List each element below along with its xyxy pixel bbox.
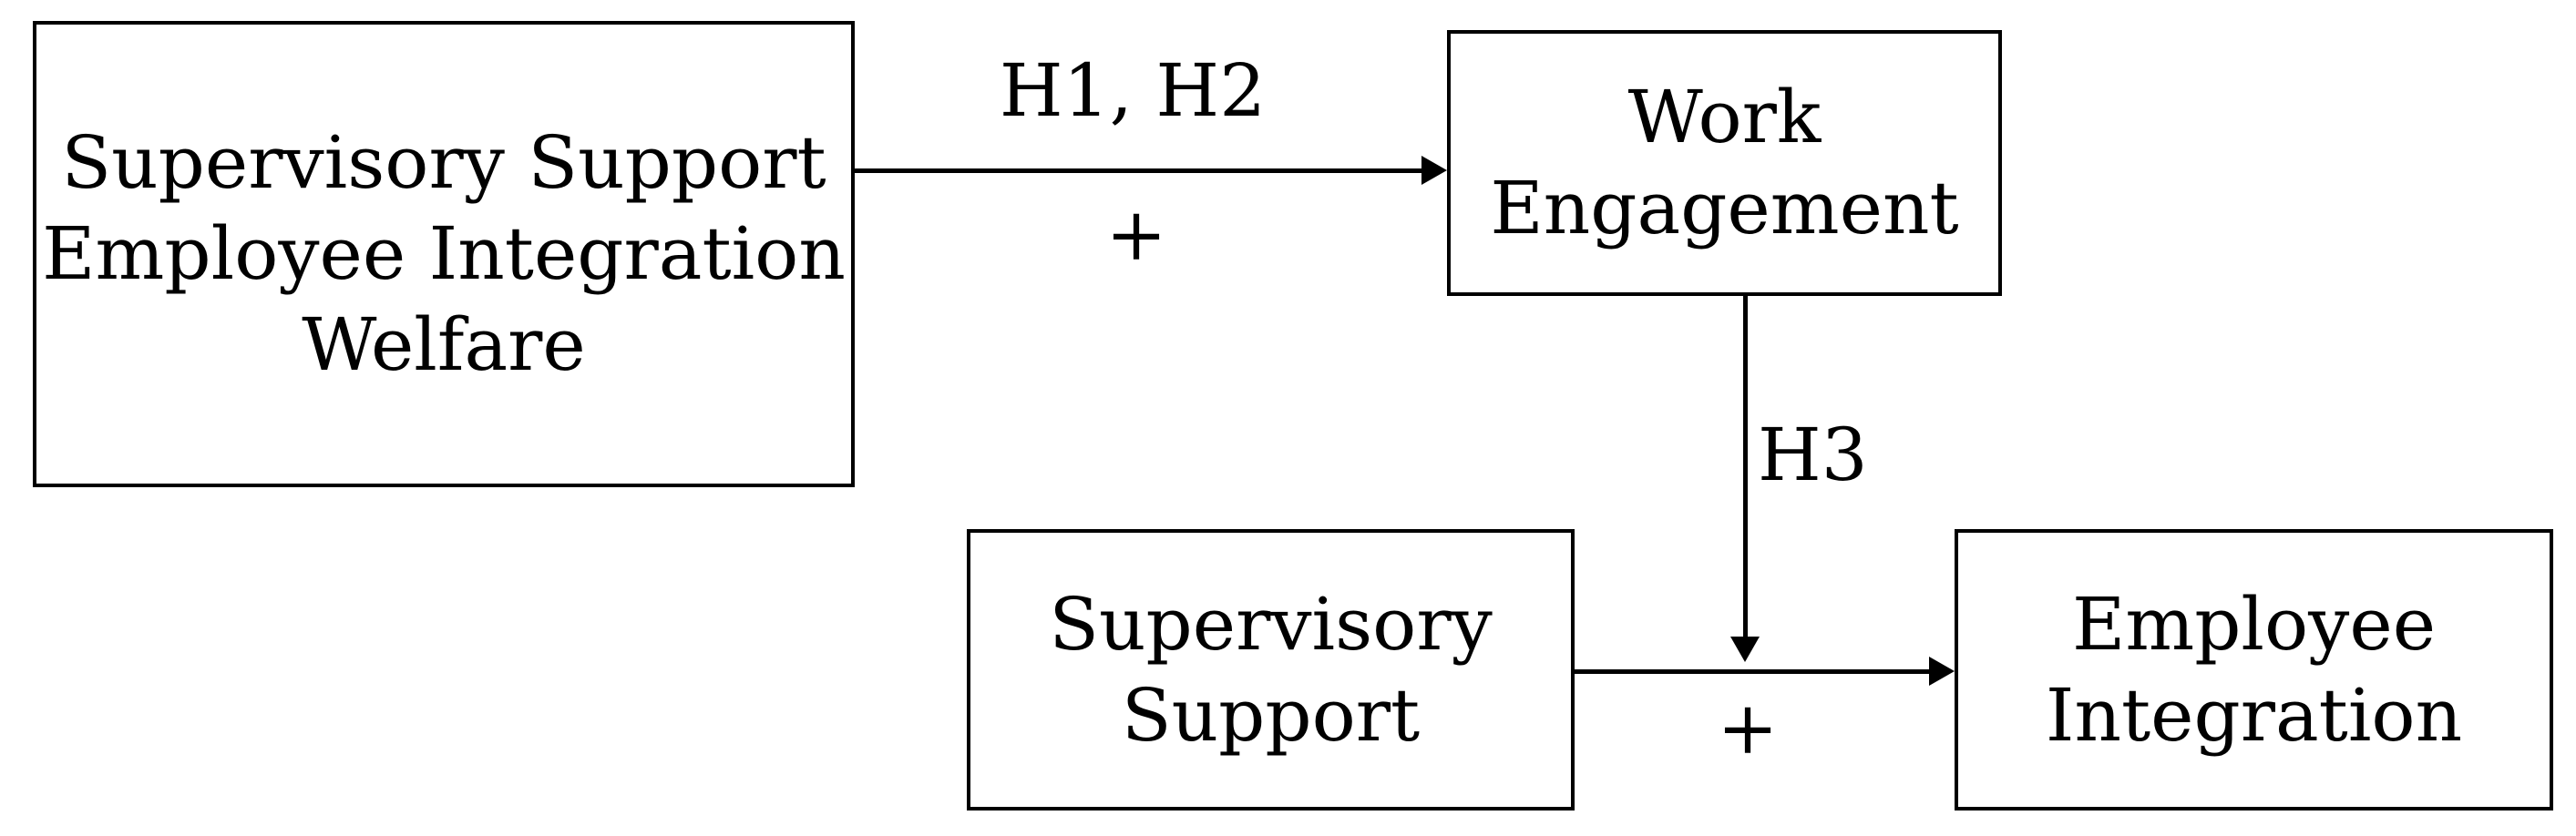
box-supervisory-support: Supervisory Support	[967, 529, 1575, 811]
label-h1-h2: H1, H2	[999, 48, 1267, 133]
label-h3-plus-sign: +	[1717, 686, 1779, 770]
box-supervisory-support-line-2: Support	[1121, 672, 1421, 758]
arrow-h3-arrowhead-icon	[1730, 637, 1760, 662]
box-work-engagement-line-2: Engagement	[1490, 166, 1959, 250]
arrow-h3-line	[1743, 296, 1748, 638]
box-work-engagement: Work Engagement	[1447, 30, 2002, 296]
arrow-moderation-arrowhead-icon	[1929, 657, 1955, 686]
label-h1-h2-plus-sign: +	[1105, 192, 1167, 277]
box-work-engagement-line-1: Work	[1627, 75, 1822, 159]
box-antecedents-line-2: Employee Integration	[42, 211, 846, 296]
arrow-h1h2-line	[855, 168, 1424, 173]
box-employee-integration-line-1: Employee	[2071, 581, 2437, 667]
box-employee-integration-line-2: Integration	[2045, 672, 2463, 758]
box-antecedents-line-3: Welfare	[302, 302, 586, 387]
box-antecedents: Supervisory Support Employee Integration…	[33, 21, 855, 487]
box-supervisory-support-line-1: Supervisory	[1049, 581, 1493, 667]
label-h3: H3	[1758, 413, 1868, 497]
box-employee-integration: Employee Integration	[1955, 529, 2553, 811]
arrow-h1h2-arrowhead-icon	[1421, 156, 1447, 185]
arrow-moderation-line	[1575, 669, 1931, 674]
box-antecedents-line-1: Supervisory Support	[61, 120, 826, 205]
